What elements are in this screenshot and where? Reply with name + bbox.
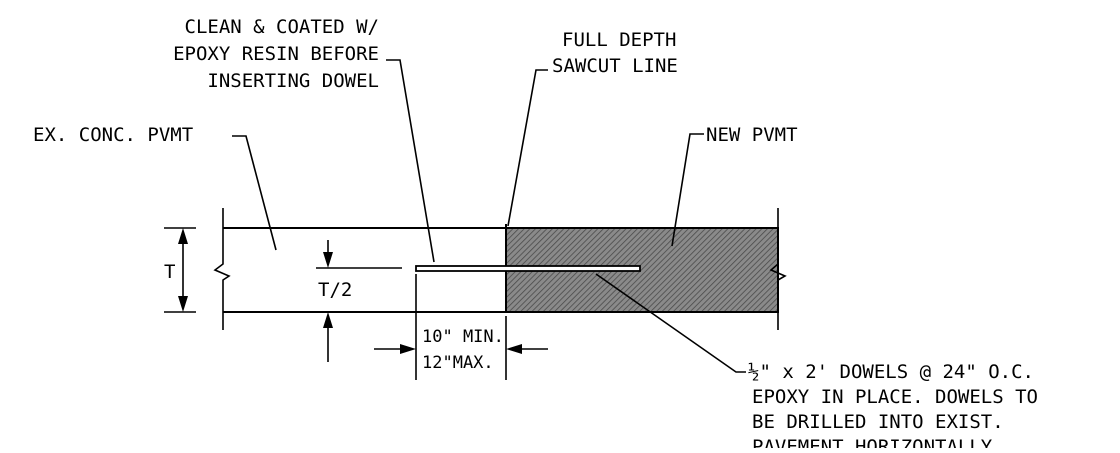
left-break-line [213,208,231,330]
dowel-bar [415,265,641,272]
embed-right-arrow-head [506,344,522,354]
ex-pvmt-leader [232,135,277,251]
new-pvmt-leader [671,133,704,247]
thickness-label: T [164,261,175,283]
dowel-note-leader [595,273,746,373]
t-dim-arrow-down [178,296,188,312]
t2-arrow-upper-head [323,252,333,268]
embed-min-label: 10" MIN. [422,327,504,347]
t2-arrow-lower-head [323,312,333,328]
sawcut-note-line-2: SAWCUT LINE [552,55,678,77]
epoxy-note-line-2: EPOXY RESIN BEFORE [173,43,379,65]
dowel-note-line-1: ½" x 2' DOWELS @ 24" O.C. [748,361,1034,383]
dowel-note-line-3: BE DRILLED INTO EXIST. [752,411,1004,433]
half-thickness-label: T/2 [318,279,352,301]
epoxy-note-line-1: CLEAN & COATED W/ [185,16,379,38]
new-pavement-label: NEW PVMT [706,124,798,146]
epoxy-note-leader [386,59,435,263]
dowel-note-line-4: PAVEMENT HORIZONTALLY. [752,436,1004,448]
sawcut-note-leader [507,69,548,227]
embed-max-label: 12"MAX. [422,353,494,373]
embed-left-arrow-head [400,344,416,354]
right-break-line [769,208,787,330]
existing-pavement-label: EX. CONC. PVMT [33,124,193,146]
dowel-note-line-2: EPOXY IN PLACE. DOWELS TO [752,386,1038,408]
epoxy-note-line-3: INSERTING DOWEL [207,70,379,92]
sawcut-note-line-1: FULL DEPTH [562,29,676,51]
t-dim-arrow-up [178,228,188,244]
